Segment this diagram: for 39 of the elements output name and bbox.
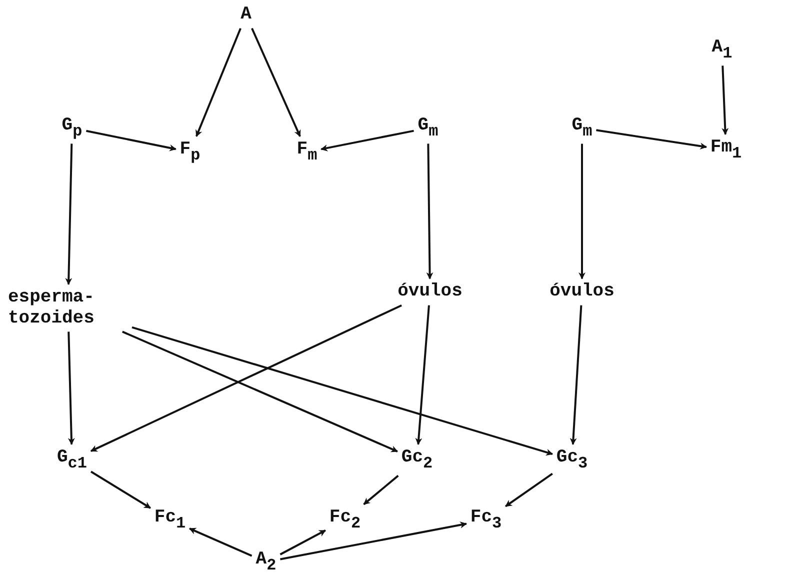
node-label: Fm$_{1}$ bbox=[708, 136, 744, 164]
node-label: esperma- tozoides bbox=[6, 286, 130, 330]
arrow bbox=[415, 305, 430, 445]
node-label: A$_{2}$ bbox=[254, 548, 278, 576]
arrow bbox=[132, 326, 554, 456]
node-label: A bbox=[238, 4, 254, 26]
arrow bbox=[426, 144, 434, 280]
node-label: G$_{c1}$ bbox=[55, 446, 89, 474]
arrow bbox=[68, 332, 75, 445]
arrow bbox=[90, 470, 151, 509]
node-label: Fc$_{2}$ bbox=[327, 506, 363, 534]
arrow bbox=[280, 530, 326, 556]
arrow bbox=[195, 28, 242, 137]
arrow bbox=[570, 305, 582, 445]
arrow bbox=[722, 66, 729, 135]
node-label: F$_{p}$ bbox=[178, 138, 202, 166]
node-label: G$_{m}$ bbox=[570, 114, 594, 142]
node-label: óvulos bbox=[548, 280, 616, 304]
arrow bbox=[86, 130, 176, 152]
node-label: Fc$_{1}$ bbox=[152, 506, 188, 534]
arrow bbox=[578, 144, 586, 280]
node-label: Gc$_{3}$ bbox=[554, 446, 590, 474]
arrow bbox=[65, 144, 73, 286]
node-label: F$_{m}$ bbox=[294, 138, 320, 166]
arrow bbox=[90, 304, 402, 452]
arrow bbox=[505, 472, 553, 508]
arrow bbox=[251, 28, 301, 137]
node-label: óvulos bbox=[396, 280, 464, 304]
node-label: A$_{1}$ bbox=[710, 36, 734, 64]
node-label: G$_{p}$ bbox=[60, 114, 84, 142]
arrow bbox=[188, 528, 252, 557]
arrow bbox=[596, 129, 708, 150]
arrow bbox=[320, 130, 414, 152]
node-label: Gc$_{2}$ bbox=[399, 446, 435, 474]
arrow bbox=[280, 521, 468, 560]
node-label: G$_{m}$ bbox=[416, 114, 440, 142]
arrow bbox=[363, 474, 399, 506]
arrow bbox=[122, 330, 398, 452]
node-label: Fc$_{3}$ bbox=[468, 506, 504, 534]
